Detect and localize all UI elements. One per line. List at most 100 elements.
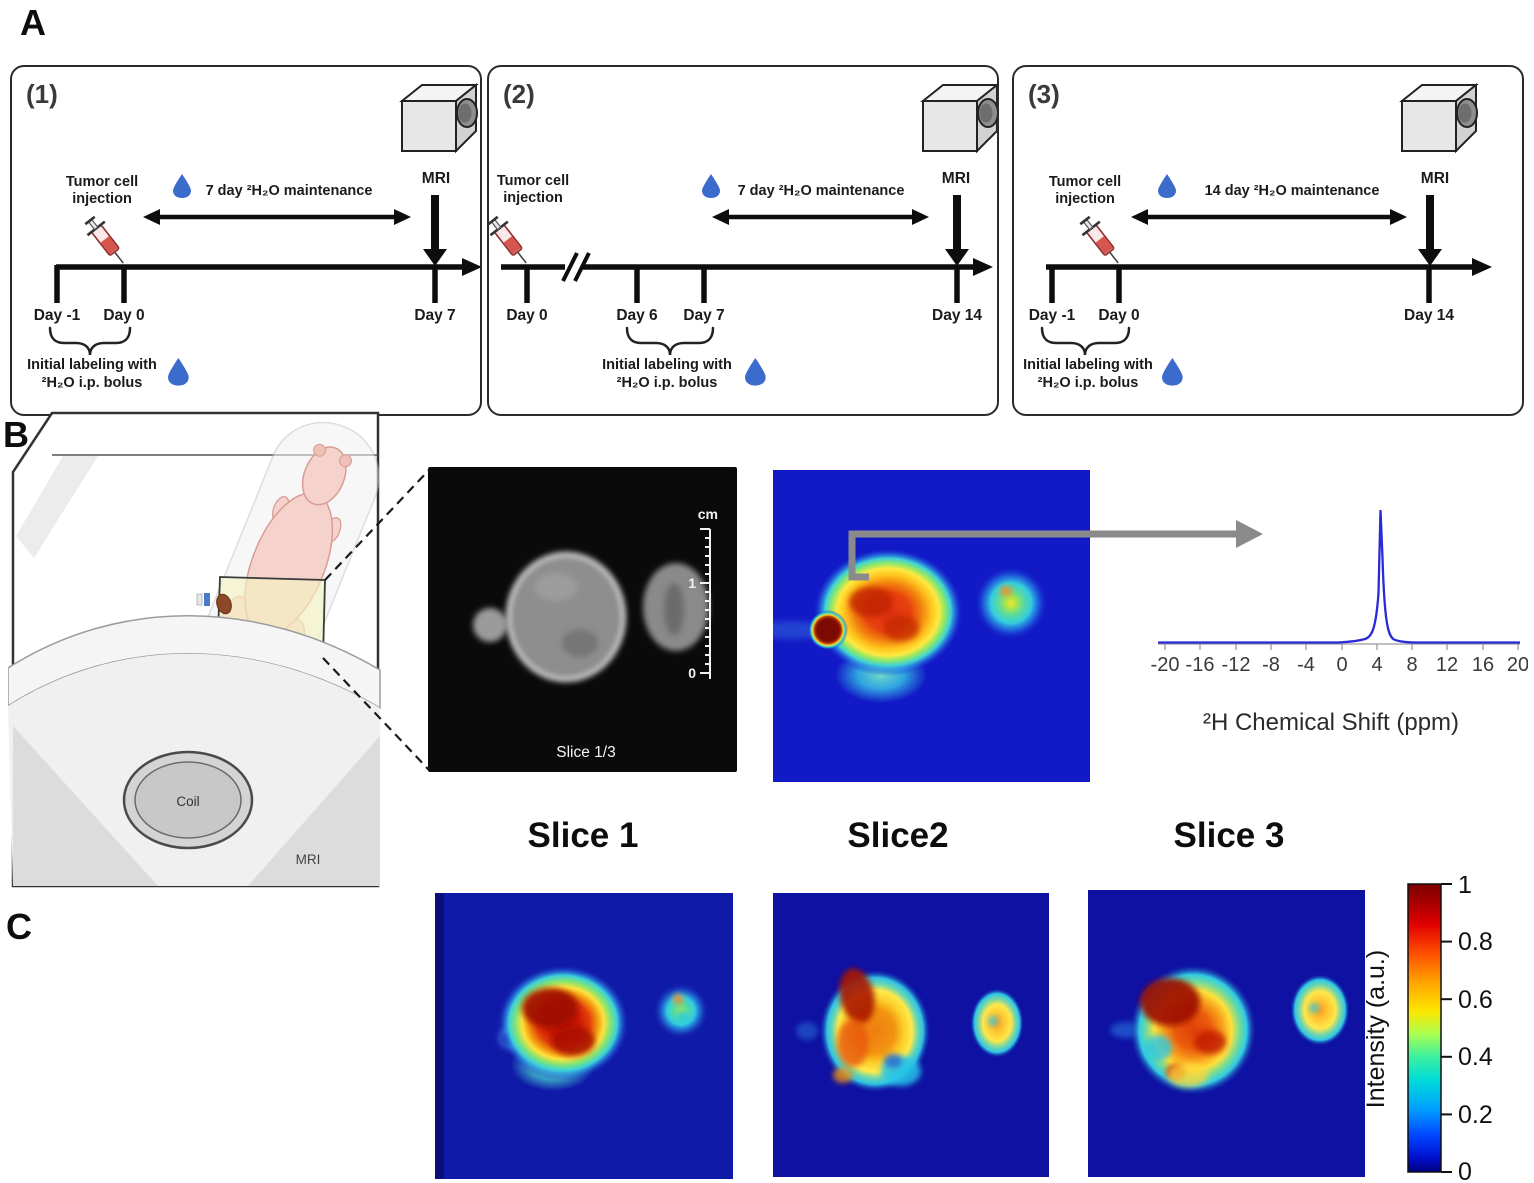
intensity-colorbar: 1 0.8 0.6 0.4 0.2 0 Intensity (a.u.) bbox=[1362, 876, 1493, 1183]
timeline-break-marks bbox=[561, 252, 591, 282]
mri-timepoint-arrow bbox=[1418, 195, 1442, 266]
tumor-marker bbox=[216, 593, 232, 615]
syringe-icon bbox=[489, 215, 527, 264]
mri-scanner-icon bbox=[920, 83, 997, 154]
gantry-beam bbox=[16, 456, 98, 558]
timeline bbox=[1046, 258, 1492, 303]
maintenance-label: 7 day ²H₂O maintenance bbox=[738, 183, 905, 199]
colorbar-tick: 0 bbox=[1458, 1158, 1472, 1183]
x-axis-ticks bbox=[1164, 644, 1519, 650]
day-label: Day 7 bbox=[683, 307, 724, 324]
protocol-number: (1) bbox=[26, 79, 58, 109]
heatmap-slice-3 bbox=[1088, 890, 1365, 1177]
initial-labeling-line1: Initial labeling with bbox=[1023, 357, 1153, 373]
injection-label-line1: Tumor cell bbox=[1049, 174, 1121, 190]
x-tick: -20 bbox=[1151, 654, 1180, 676]
mri-timepoint-arrow bbox=[945, 195, 969, 266]
scale-tick-1: 1 bbox=[688, 575, 696, 591]
initial-labeling-line1: Initial labeling with bbox=[27, 357, 157, 373]
initial-labeling-line2: ²H₂O i.p. bolus bbox=[617, 375, 718, 391]
protocol-3-diagram: (3) MRI Tumor cell injection 14 day ²H₂O… bbox=[1023, 79, 1492, 391]
colorbar-tick: 0.4 bbox=[1458, 1043, 1493, 1071]
colorbar-axis-label: Intensity (a.u.) bbox=[1362, 950, 1390, 1108]
protocol-1-diagram: (1) MRI Tumor cell injection 7 day ²H₂O … bbox=[26, 79, 480, 391]
x-tick: -12 bbox=[1222, 654, 1251, 676]
injection-label-line2: injection bbox=[1055, 191, 1115, 207]
slice-2-title: Slice2 bbox=[847, 816, 949, 855]
slice-number-label: Slice 1/3 bbox=[556, 744, 615, 761]
mri-timepoint-arrow bbox=[423, 195, 447, 266]
phantom-signal bbox=[808, 610, 848, 650]
right-tumor-signal bbox=[1290, 974, 1350, 1046]
syringe-icon bbox=[84, 215, 124, 264]
x-tick: -4 bbox=[1297, 654, 1315, 676]
day-label: Day 6 bbox=[616, 307, 658, 324]
x-tick: 8 bbox=[1406, 654, 1417, 676]
mri-scanner-icon bbox=[1399, 82, 1479, 154]
coil-label: Coil bbox=[176, 794, 199, 809]
injection-label-line1: Tumor cell bbox=[497, 173, 569, 189]
brace bbox=[48, 326, 132, 356]
cm-scale-bar bbox=[700, 528, 711, 679]
colorbar-tick: 0.2 bbox=[1458, 1101, 1493, 1129]
initial-labeling-line2: ²H₂O i.p. bolus bbox=[1038, 375, 1139, 391]
x-axis-label: ²H Chemical Shift (ppm) bbox=[1203, 709, 1459, 736]
maintenance-label: 7 day ²H₂O maintenance bbox=[206, 183, 373, 199]
brace bbox=[625, 326, 715, 356]
slice-1-title: Slice 1 bbox=[527, 816, 639, 855]
mri-scanner-icon bbox=[399, 82, 479, 154]
mri-label: MRI bbox=[422, 170, 450, 187]
protocol-box-1: (1) MRI Tumor cell injection 7 day ²H₂O … bbox=[10, 65, 482, 416]
heatmap-slice-2 bbox=[773, 893, 1049, 1177]
day-label: Day 0 bbox=[1098, 307, 1139, 324]
dmi-heatmap-overview bbox=[773, 470, 1090, 782]
scale-unit-label: cm bbox=[698, 506, 718, 522]
x-tick: 4 bbox=[1371, 654, 1382, 676]
x-tick: 20 bbox=[1507, 654, 1528, 676]
colorbar-tick: 0.6 bbox=[1458, 986, 1493, 1014]
right-tumor-signal bbox=[974, 566, 1048, 640]
protocol-2-diagram: (2) MRI Tumor cell injection 7 day ²H₂O … bbox=[489, 79, 997, 391]
day-label: Day 0 bbox=[103, 307, 144, 324]
maintenance-span-arrow bbox=[712, 209, 929, 225]
maintenance-span-arrow bbox=[143, 209, 411, 225]
scale-tick-0: 0 bbox=[688, 665, 696, 681]
heatmap-slice-1 bbox=[435, 893, 733, 1179]
maintenance-span-arrow bbox=[1131, 209, 1407, 225]
deuterium-spectrum-plot: -20 -16 -12 -8 -4 0 4 8 12 16 20 ²H Chem… bbox=[1151, 509, 1528, 736]
water-droplet-icon bbox=[702, 174, 720, 198]
protocol-number: (2) bbox=[503, 79, 535, 109]
water-droplet-icon bbox=[168, 358, 189, 386]
day-label: Day 0 bbox=[506, 307, 547, 324]
injection-label-line2: injection bbox=[503, 190, 563, 206]
panel-b-label: B bbox=[3, 414, 29, 455]
day-label: Day 14 bbox=[932, 307, 982, 324]
panel-a-label: A bbox=[20, 2, 46, 43]
injection-label-line1: Tumor cell bbox=[66, 174, 138, 190]
x-tick: 16 bbox=[1472, 654, 1494, 676]
initial-labeling-line1: Initial labeling with bbox=[602, 357, 732, 373]
mri-room-label: MRI bbox=[296, 852, 321, 867]
day-label: Day 14 bbox=[1404, 307, 1454, 324]
panel-c-label: C bbox=[6, 906, 32, 947]
x-tick: 12 bbox=[1436, 654, 1458, 676]
water-droplet-icon bbox=[173, 174, 191, 198]
x-tick: -16 bbox=[1186, 654, 1215, 676]
maintenance-label: 14 day ²H₂O maintenance bbox=[1205, 183, 1380, 199]
surface-coil: Coil bbox=[122, 750, 254, 850]
initial-labeling-line2: ²H₂O i.p. bolus bbox=[42, 375, 143, 391]
timeline bbox=[54, 258, 480, 303]
phantom-vial bbox=[204, 593, 210, 606]
left-tumor-cross-section bbox=[506, 552, 626, 682]
colorbar-gradient bbox=[1407, 883, 1442, 1173]
protocol-box-2: (2) MRI Tumor cell injection 7 day ²H₂O … bbox=[487, 65, 999, 416]
x-tick: 0 bbox=[1336, 654, 1347, 676]
injection-label-line2: injection bbox=[72, 191, 132, 207]
x-tick: -8 bbox=[1262, 654, 1280, 676]
protocol-box-3: (3) MRI Tumor cell injection 14 day ²H₂O… bbox=[1012, 65, 1524, 416]
right-tumor-signal bbox=[653, 983, 709, 1039]
water-droplet-icon bbox=[745, 358, 766, 386]
day-label: Day -1 bbox=[34, 307, 81, 324]
phantom-cross-section bbox=[473, 608, 507, 642]
